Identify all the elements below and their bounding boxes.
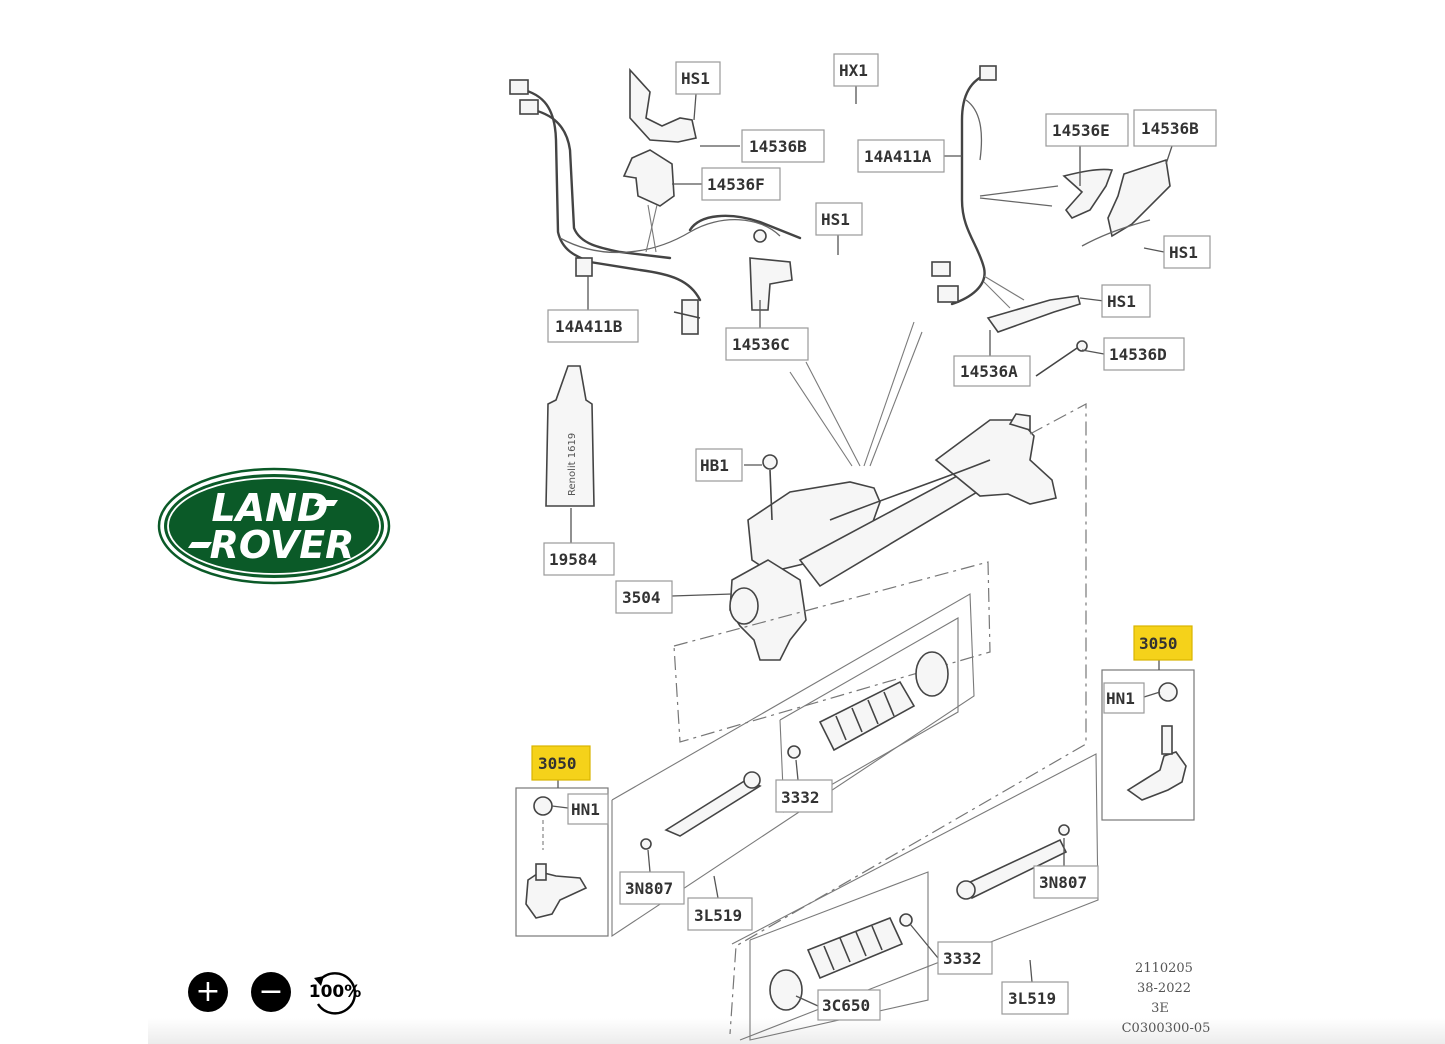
callout-3050-left[interactable]: 3050: [531, 745, 591, 781]
callout-3l519-left[interactable]: 3L519: [687, 897, 753, 931]
steering-gear-3504: [729, 413, 1057, 661]
svg-text:HS1: HS1: [1107, 292, 1136, 311]
callout-14536d[interactable]: 14536D: [1103, 337, 1185, 371]
callout-3n807-right[interactable]: 3N807: [1033, 865, 1099, 899]
callout-14536a[interactable]: 14536A: [953, 355, 1031, 387]
callout-14536e[interactable]: 14536E: [1045, 113, 1129, 147]
svg-text:3332: 3332: [943, 949, 982, 968]
svg-text:3L519: 3L519: [1008, 989, 1056, 1008]
callout-14536f[interactable]: 14536F: [701, 167, 781, 201]
svg-text:3N807: 3N807: [625, 879, 673, 898]
callout-3l519-right[interactable]: 3L519: [1001, 981, 1069, 1015]
callout-3c650[interactable]: 3C650: [817, 989, 881, 1021]
svg-text:HS1: HS1: [821, 210, 850, 229]
callout-hs1-right1[interactable]: HS1: [1163, 235, 1211, 269]
svg-text:14536C: 14536C: [732, 335, 790, 354]
callout-3332-upper[interactable]: 3332: [775, 779, 833, 813]
upper-boot-group: [611, 593, 975, 938]
svg-text:14A411A: 14A411A: [864, 147, 932, 166]
callout-14536b-right[interactable]: 14536B: [1133, 109, 1217, 147]
harness-center-branch: [688, 214, 802, 311]
tube-print: Renolit 1619: [567, 433, 578, 496]
bracket-14536f: [622, 67, 697, 253]
svg-text:3N807: 3N807: [1039, 873, 1087, 892]
grease-tube-19584: Renolit 1619: [545, 365, 595, 507]
svg-text:HN1: HN1: [571, 800, 600, 819]
callout-3332-lower[interactable]: 3332: [937, 941, 993, 975]
svg-text:14536B: 14536B: [749, 137, 807, 156]
logo-line2: ROVER: [210, 523, 355, 567]
brackets-14536e-14536b: [1062, 158, 1171, 247]
land-rover-logo: LAND ROVER: [157, 467, 391, 585]
svg-text:14536D: 14536D: [1109, 345, 1167, 364]
svg-text:HS1: HS1: [1169, 243, 1198, 262]
sensor-bracket-14536a: [983, 275, 1088, 377]
svg-text:2110205: 2110205: [1135, 961, 1193, 976]
callout-hn1-left[interactable]: HN1: [567, 793, 609, 825]
callout-14a411a[interactable]: 14A411A: [857, 139, 945, 173]
callout-hx1[interactable]: HX1: [833, 53, 879, 87]
tie-rod-end-left-box: [515, 787, 609, 937]
svg-text:HX1: HX1: [839, 61, 868, 80]
svg-text:38-2022: 38-2022: [1137, 981, 1191, 996]
callout-3504[interactable]: 3504: [615, 580, 673, 614]
callout-19584[interactable]: 19584: [543, 542, 615, 576]
leader-lines: [551, 86, 1173, 1007]
reset-arrow-icon: [314, 972, 357, 1015]
svg-text:14536E: 14536E: [1052, 121, 1110, 140]
drawing-reference-stamp: 2110205 38-2022 3E C0300300-05: [1122, 961, 1211, 1036]
svg-text:19584: 19584: [549, 550, 597, 569]
zoom-reset-label: 100%: [308, 982, 362, 1002]
tie-rod-end-right-box: [1101, 669, 1195, 821]
svg-text:3L519: 3L519: [694, 906, 742, 925]
svg-text:14536A: 14536A: [960, 362, 1018, 381]
svg-text:14536F: 14536F: [707, 175, 765, 194]
callout-14536c[interactable]: 14536C: [725, 327, 809, 361]
callout-hs1-mid[interactable]: HS1: [815, 202, 863, 236]
zoom-out-button[interactable]: −: [251, 972, 291, 1012]
svg-text:3C650: 3C650: [822, 996, 870, 1015]
callout-hb1[interactable]: HB1: [695, 448, 743, 482]
wiring-harness-14a411a: [931, 65, 1059, 306]
svg-text:3E: 3E: [1151, 1001, 1169, 1016]
callout-hs1-top[interactable]: HS1: [675, 61, 721, 95]
callout-3050-right[interactable]: 3050: [1133, 625, 1193, 661]
svg-text:3504: 3504: [622, 588, 661, 607]
svg-text:HS1: HS1: [681, 69, 710, 88]
svg-text:14A411B: 14A411B: [555, 317, 623, 336]
zoom-reset-button[interactable]: 100%: [308, 968, 362, 1018]
wiring-harness-14a411b: [509, 79, 781, 335]
svg-text:14536B: 14536B: [1141, 119, 1199, 138]
callout-14a411b[interactable]: 14A411B: [547, 309, 639, 343]
svg-text:3050: 3050: [1139, 634, 1178, 653]
svg-text:3050: 3050: [538, 754, 577, 773]
svg-text:HB1: HB1: [700, 456, 729, 475]
lower-boot-group: [731, 753, 1099, 1041]
svg-text:C0300300-05: C0300300-05: [1122, 1021, 1211, 1036]
viewer-bottom-shade: [148, 1018, 1445, 1044]
svg-text:3332: 3332: [781, 788, 820, 807]
callout-hn1-right[interactable]: HN1: [1103, 682, 1145, 714]
callout-3n807-left[interactable]: 3N807: [619, 871, 685, 905]
zoom-in-button[interactable]: +: [188, 972, 228, 1012]
svg-text:HN1: HN1: [1106, 689, 1135, 708]
logo-line1: LAND: [212, 486, 329, 530]
callout-hs1-right2[interactable]: HS1: [1101, 284, 1151, 318]
callout-14536b-left[interactable]: 14536B: [741, 129, 825, 163]
